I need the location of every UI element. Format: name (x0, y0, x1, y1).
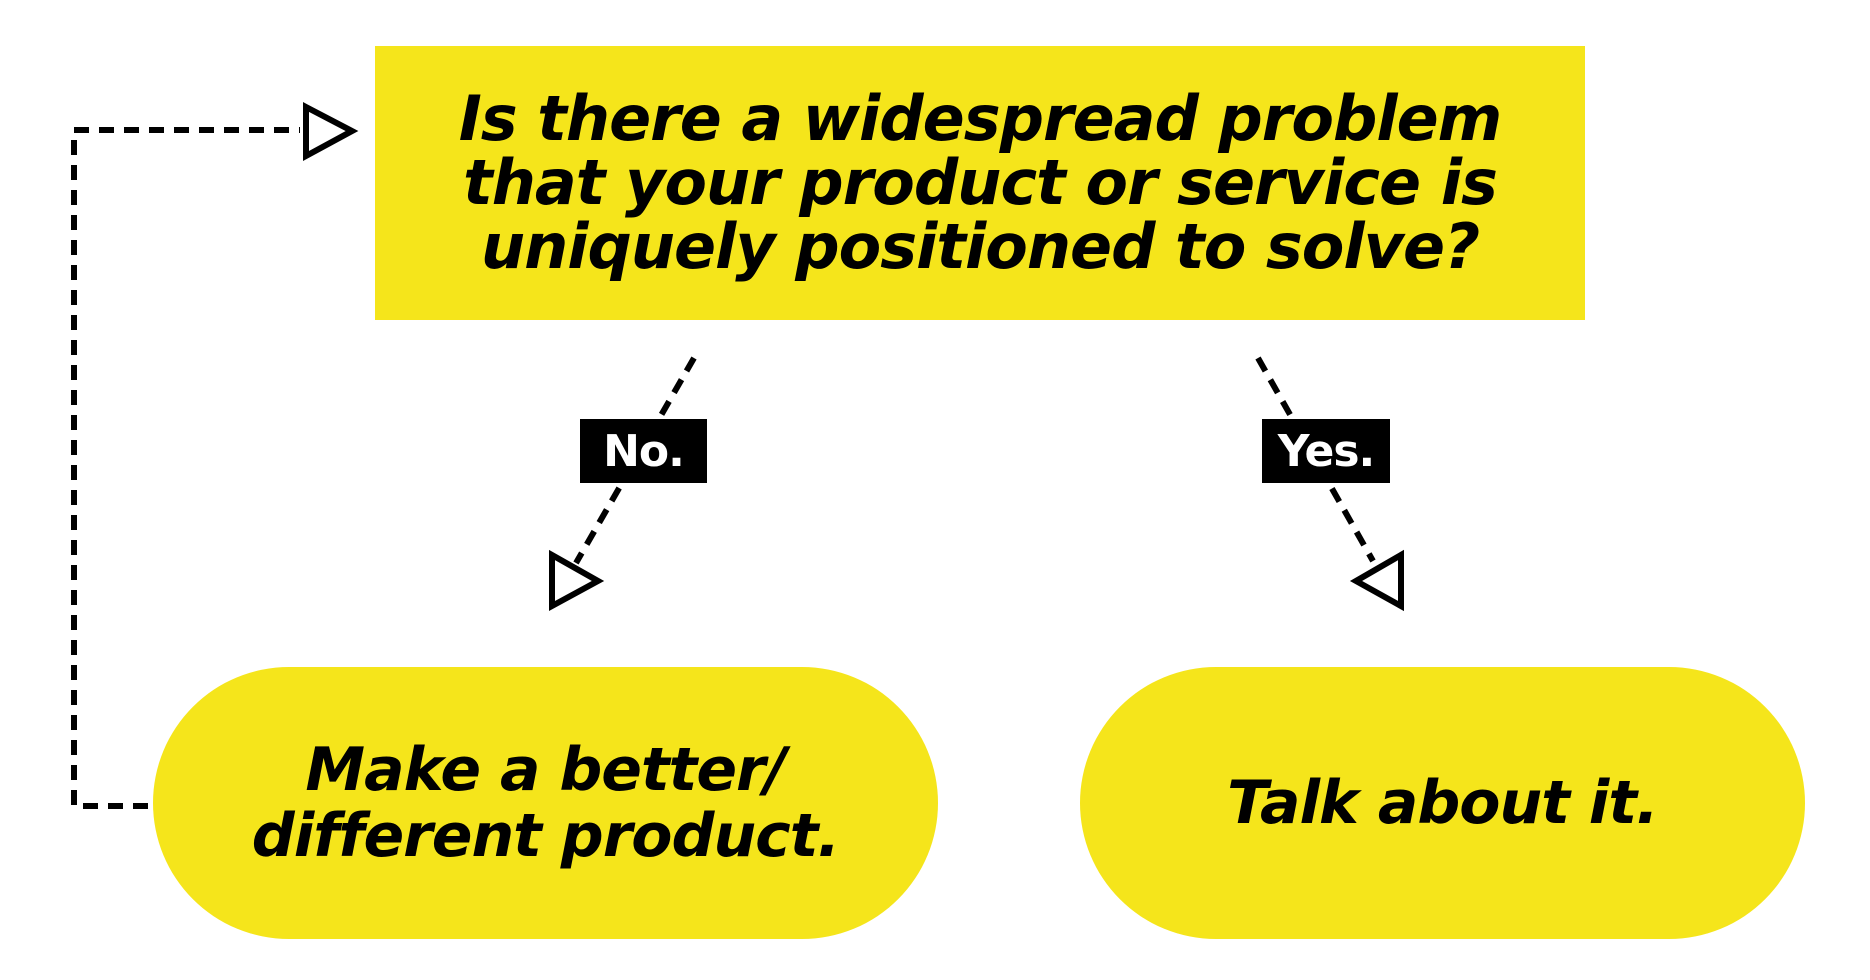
yes-arrowhead-icon (1349, 549, 1404, 612)
question-line-3: uniquely positioned to solve? (480, 210, 1480, 283)
outcome-make-better-product: Make a better/ different product. (153, 667, 938, 939)
question-box: Is there a widespread problem that your … (375, 46, 1585, 320)
loop-back-arrowhead-icon (303, 102, 359, 162)
outcome-no-line-2: different product. (251, 801, 840, 871)
loop-back-connector (71, 127, 300, 809)
question-line-1: Is there a widespread problem (458, 82, 1503, 155)
outcome-yes-text: Talk about it. (1227, 768, 1659, 838)
no-arrowhead-icon (549, 549, 605, 612)
question-text: Is there a widespread problem that your … (458, 82, 1503, 283)
no-label: No. (580, 419, 707, 483)
outcome-no-text: Make a better/ different product. (251, 735, 840, 871)
yes-connector (1255, 356, 1376, 563)
outcome-no-line-1: Make a better/ (305, 735, 786, 805)
outcome-talk-about-it: Talk about it. (1080, 667, 1805, 939)
yes-label: Yes. (1262, 419, 1390, 483)
no-connector (573, 356, 697, 565)
question-line-2: that your product or service is (463, 146, 1498, 219)
